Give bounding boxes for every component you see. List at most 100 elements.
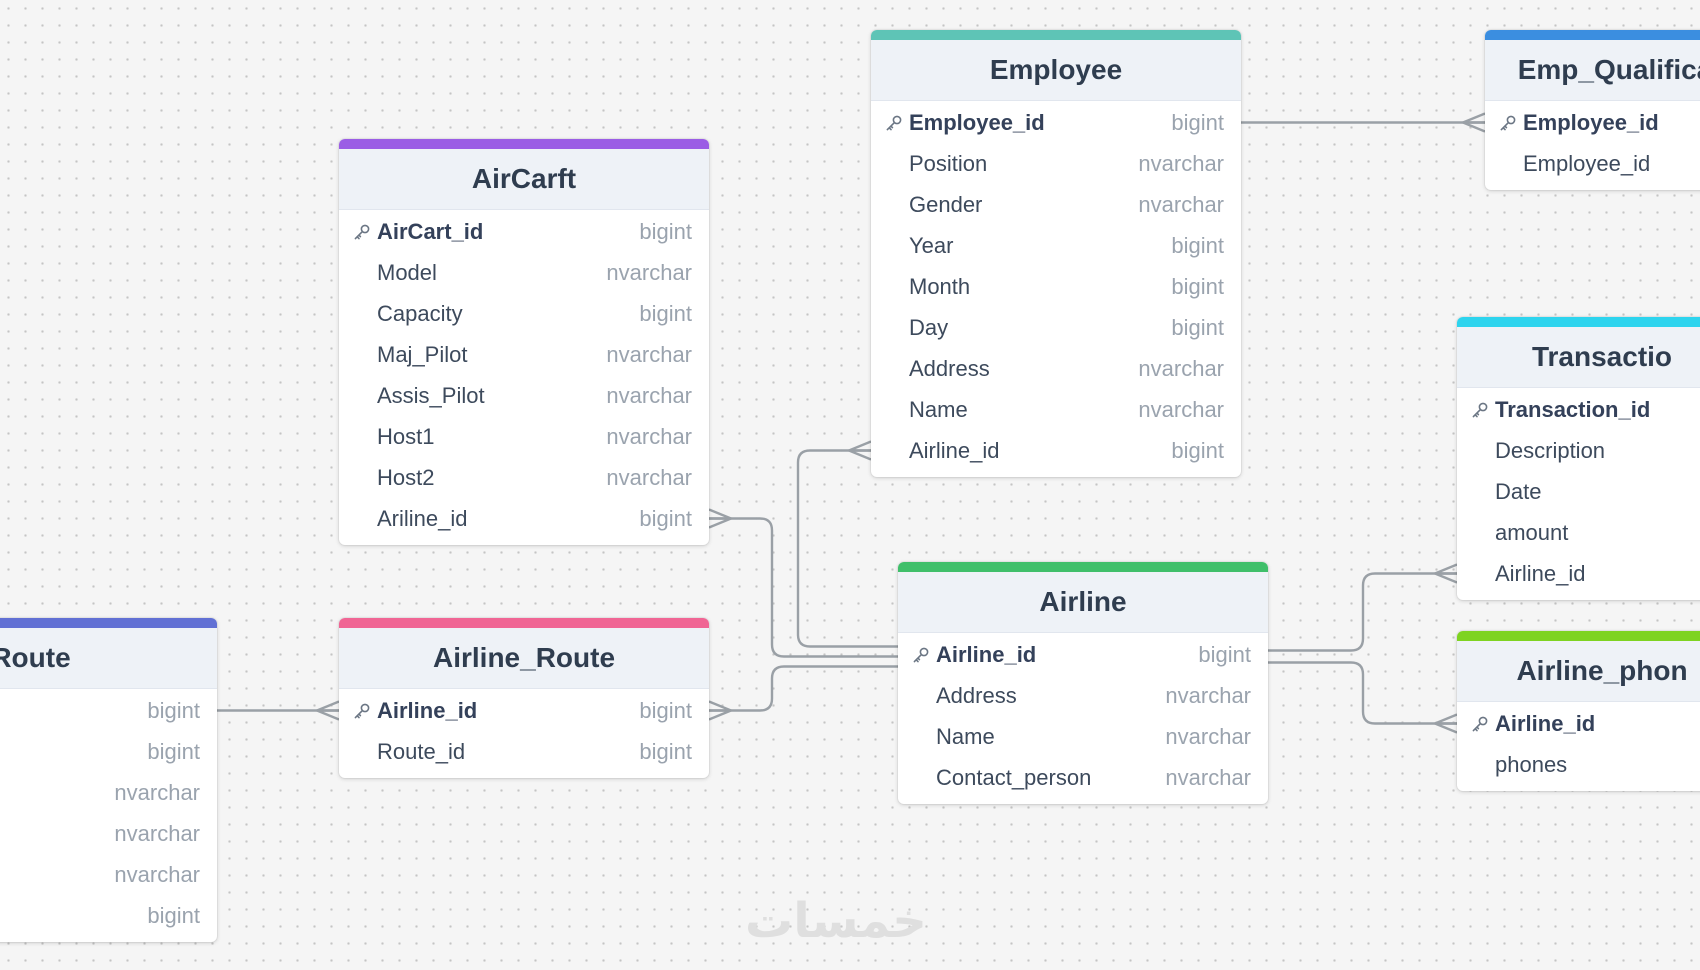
field-row[interactable]: Airline_id: [1457, 553, 1700, 594]
table-title[interactable]: Employee: [871, 40, 1241, 101]
field-row[interactable]: Date: [1457, 471, 1700, 512]
field-type: nvarchar: [1165, 723, 1251, 749]
field-type: nvarchar: [606, 464, 692, 490]
field-row[interactable]: bigint: [0, 731, 217, 772]
table-title[interactable]: Transactio: [1457, 327, 1700, 388]
field-row[interactable]: nbigint: [0, 895, 217, 936]
field-row[interactable]: Employee_id: [1485, 102, 1700, 143]
field-name: Gender: [909, 191, 983, 217]
table-color-bar: [898, 562, 1268, 572]
field-type: bigint: [639, 300, 692, 326]
key-icon: [1500, 115, 1516, 131]
field-type: nvarchar: [1138, 150, 1224, 176]
field-row[interactable]: Transaction_id: [1457, 389, 1700, 430]
field-name: Airline_id: [936, 641, 1037, 667]
table-title[interactable]: Airline_Route: [339, 628, 709, 689]
field-row[interactable]: Year bigint: [871, 225, 1241, 266]
table-color-bar: [871, 30, 1241, 40]
field-row[interactable]: nvarchar: [0, 813, 217, 854]
link-airline-airlineroute: [709, 665, 898, 712]
field-name: Address: [909, 355, 990, 381]
field-name: Employee_id: [1523, 109, 1659, 135]
field-type: nvarchar: [114, 861, 200, 887]
crows-foot-marker: [708, 700, 733, 721]
field-name: Airline_id: [377, 697, 478, 723]
crows-foot-marker: [1461, 112, 1486, 133]
table-title[interactable]: AirCarft: [339, 149, 709, 210]
field-name: Month: [909, 273, 971, 299]
field-type: bigint: [1171, 232, 1224, 258]
field-row[interactable]: phones: [1457, 744, 1700, 785]
field-name: Address: [936, 682, 1017, 708]
field-row[interactable]: Month bigint: [871, 266, 1241, 307]
link-airline-airlinephones: [1268, 661, 1457, 725]
field-row[interactable]: Employee_id: [1485, 143, 1700, 184]
field-row[interactable]: Airline_id: [1457, 703, 1700, 744]
key-icon: [354, 224, 370, 240]
table-title[interactable]: Airline_phon: [1457, 641, 1700, 702]
field-type: nvarchar: [606, 382, 692, 408]
field-name: Route_id: [377, 738, 466, 764]
key-icon: [886, 115, 902, 131]
field-type: bigint: [639, 697, 692, 723]
field-name: Name: [909, 396, 968, 422]
field-type: nvarchar: [606, 341, 692, 367]
field-type: bigint: [1171, 273, 1224, 299]
table-title[interactable]: Route: [0, 628, 217, 689]
table-title[interactable]: Airline: [898, 572, 1268, 633]
field-row[interactable]: amount: [1457, 512, 1700, 553]
field-name: Year: [909, 232, 954, 258]
field-type: bigint: [639, 218, 692, 244]
field-row[interactable]: Airline_id bigint: [339, 690, 709, 731]
table-route[interactable]: Routebigintbigintnnvarcharnvarcharonnvar…: [0, 618, 217, 942]
field-name: AirCart_id: [377, 218, 484, 244]
field-row[interactable]: AirCart_id bigint: [339, 211, 709, 252]
field-type: bigint: [639, 505, 692, 531]
field-name: n: [0, 903, 147, 929]
field-row[interactable]: bigint: [0, 690, 217, 731]
link-airline-transaction: [1268, 572, 1457, 652]
field-type: bigint: [1171, 314, 1224, 340]
key-icon: [354, 703, 370, 719]
field-name: Contact_person: [936, 764, 1092, 790]
table-title[interactable]: Emp_Qualifica: [1485, 40, 1700, 101]
field-name: Name: [936, 723, 995, 749]
field-row[interactable]: Description: [1457, 430, 1700, 471]
field-row[interactable]: Name nvarchar: [898, 716, 1268, 757]
crows-foot-marker: [315, 700, 340, 721]
field-name: Model: [377, 259, 437, 285]
crows-foot-marker: [847, 440, 872, 461]
